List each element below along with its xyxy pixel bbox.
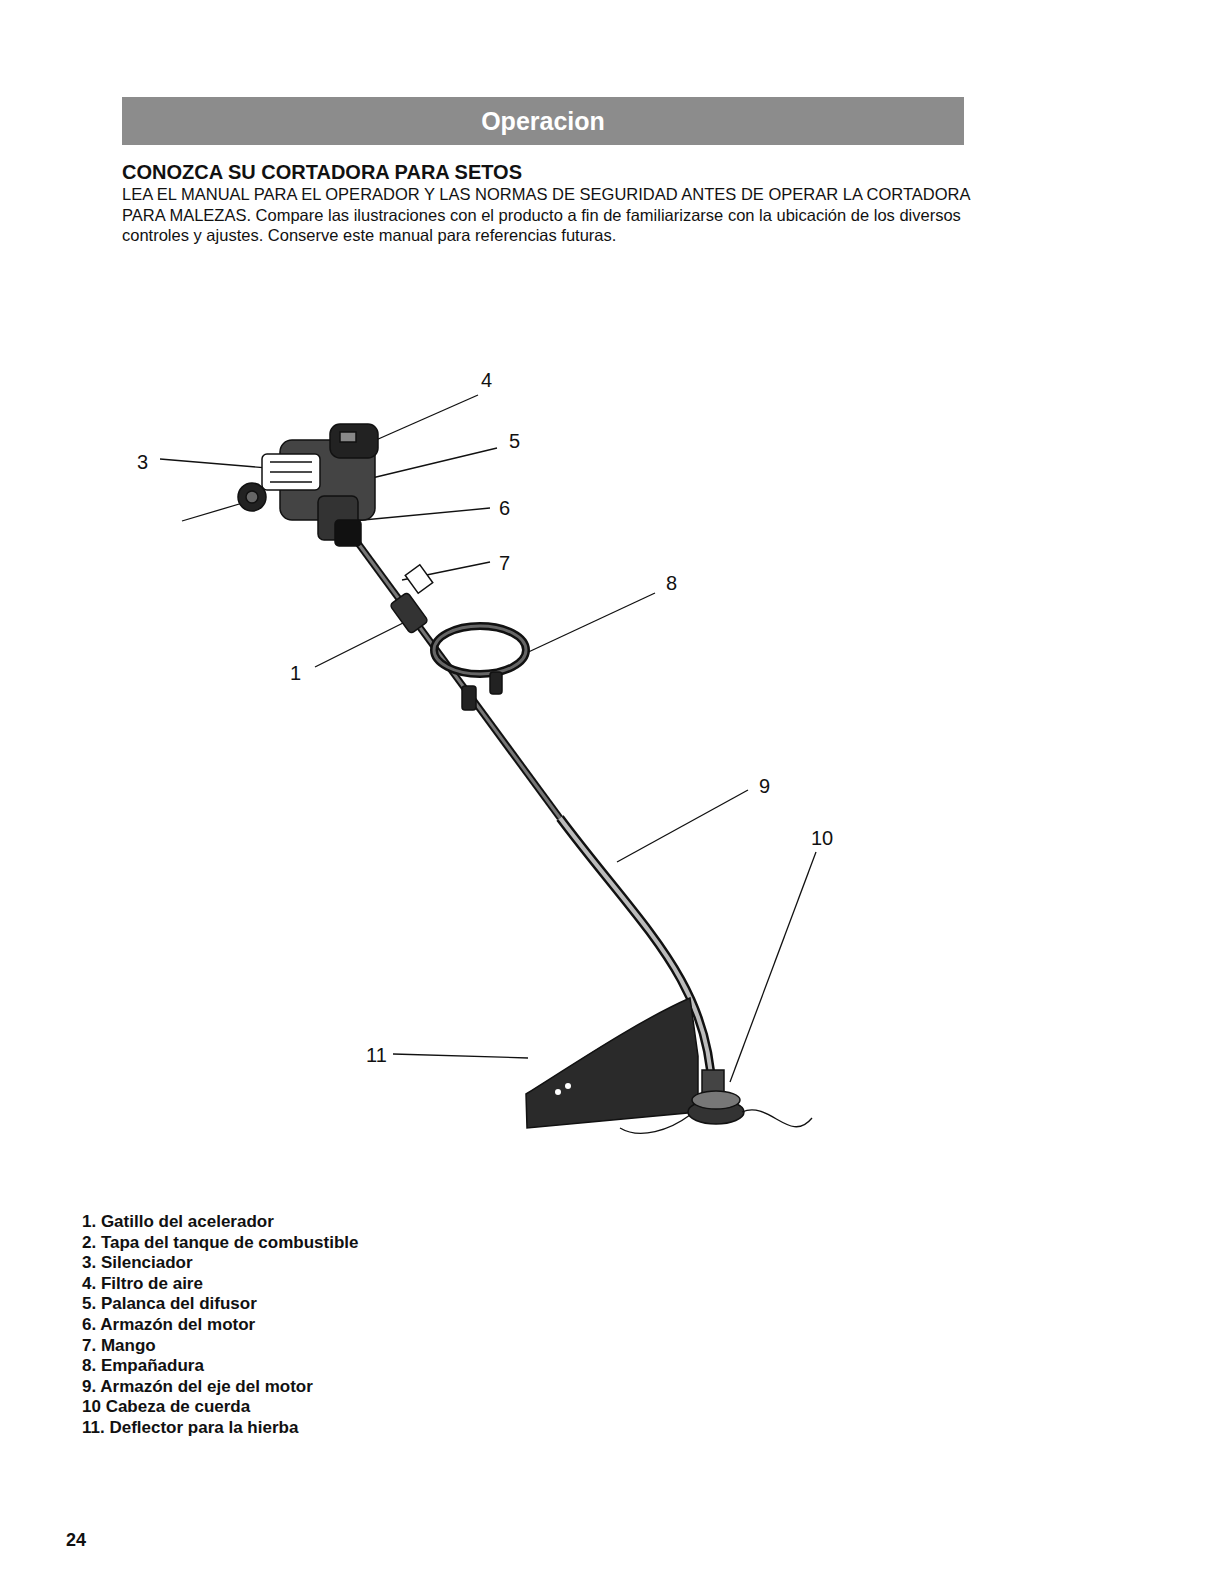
leader-lines bbox=[160, 395, 816, 1082]
callout-number: 4 bbox=[481, 369, 492, 391]
part-list-item: 6. Armazón del motor bbox=[82, 1315, 255, 1335]
part-list-item: 7. Mango bbox=[82, 1336, 156, 1356]
section-heading: CONOZCA SU CORTADORA PARA SETOS bbox=[122, 160, 967, 184]
callout-number: 6 bbox=[499, 497, 510, 519]
trimmer-drawing bbox=[238, 424, 812, 1133]
callout-number: 11 bbox=[366, 1044, 387, 1066]
part-list-item: 9. Armazón del eje del motor bbox=[82, 1377, 313, 1397]
part-list-item: 10 Cabeza de cuerda bbox=[82, 1397, 250, 1417]
part-list-item: 1. Gatillo del acelerador bbox=[82, 1212, 274, 1232]
callout-number: 8 bbox=[666, 572, 677, 594]
section-title: Operacion bbox=[122, 97, 964, 145]
callout-number: 1 bbox=[290, 662, 301, 684]
callout-number: 9 bbox=[759, 775, 770, 797]
page-number: 24 bbox=[66, 1530, 86, 1550]
part-list-item: 5. Palanca del difusor bbox=[82, 1294, 257, 1314]
intro-paragraph: LEA EL MANUAL PARA EL OPERADOR Y LAS NOR… bbox=[122, 184, 972, 246]
part-list-item: 3. Silenciador bbox=[82, 1253, 193, 1273]
callout-number: 10 bbox=[811, 827, 833, 849]
part-list-item: 4. Filtro de aire bbox=[82, 1274, 203, 1294]
part-list-item: 2. Tapa del tanque de combustible bbox=[82, 1233, 358, 1253]
callout-number: 3 bbox=[137, 451, 148, 473]
part-list-item: 8. Empañadura bbox=[82, 1356, 204, 1376]
callout-number: 5 bbox=[509, 430, 520, 452]
part-list-item: 11. Deflector para la hierba bbox=[82, 1418, 298, 1438]
callout-number: 7 bbox=[499, 552, 510, 574]
